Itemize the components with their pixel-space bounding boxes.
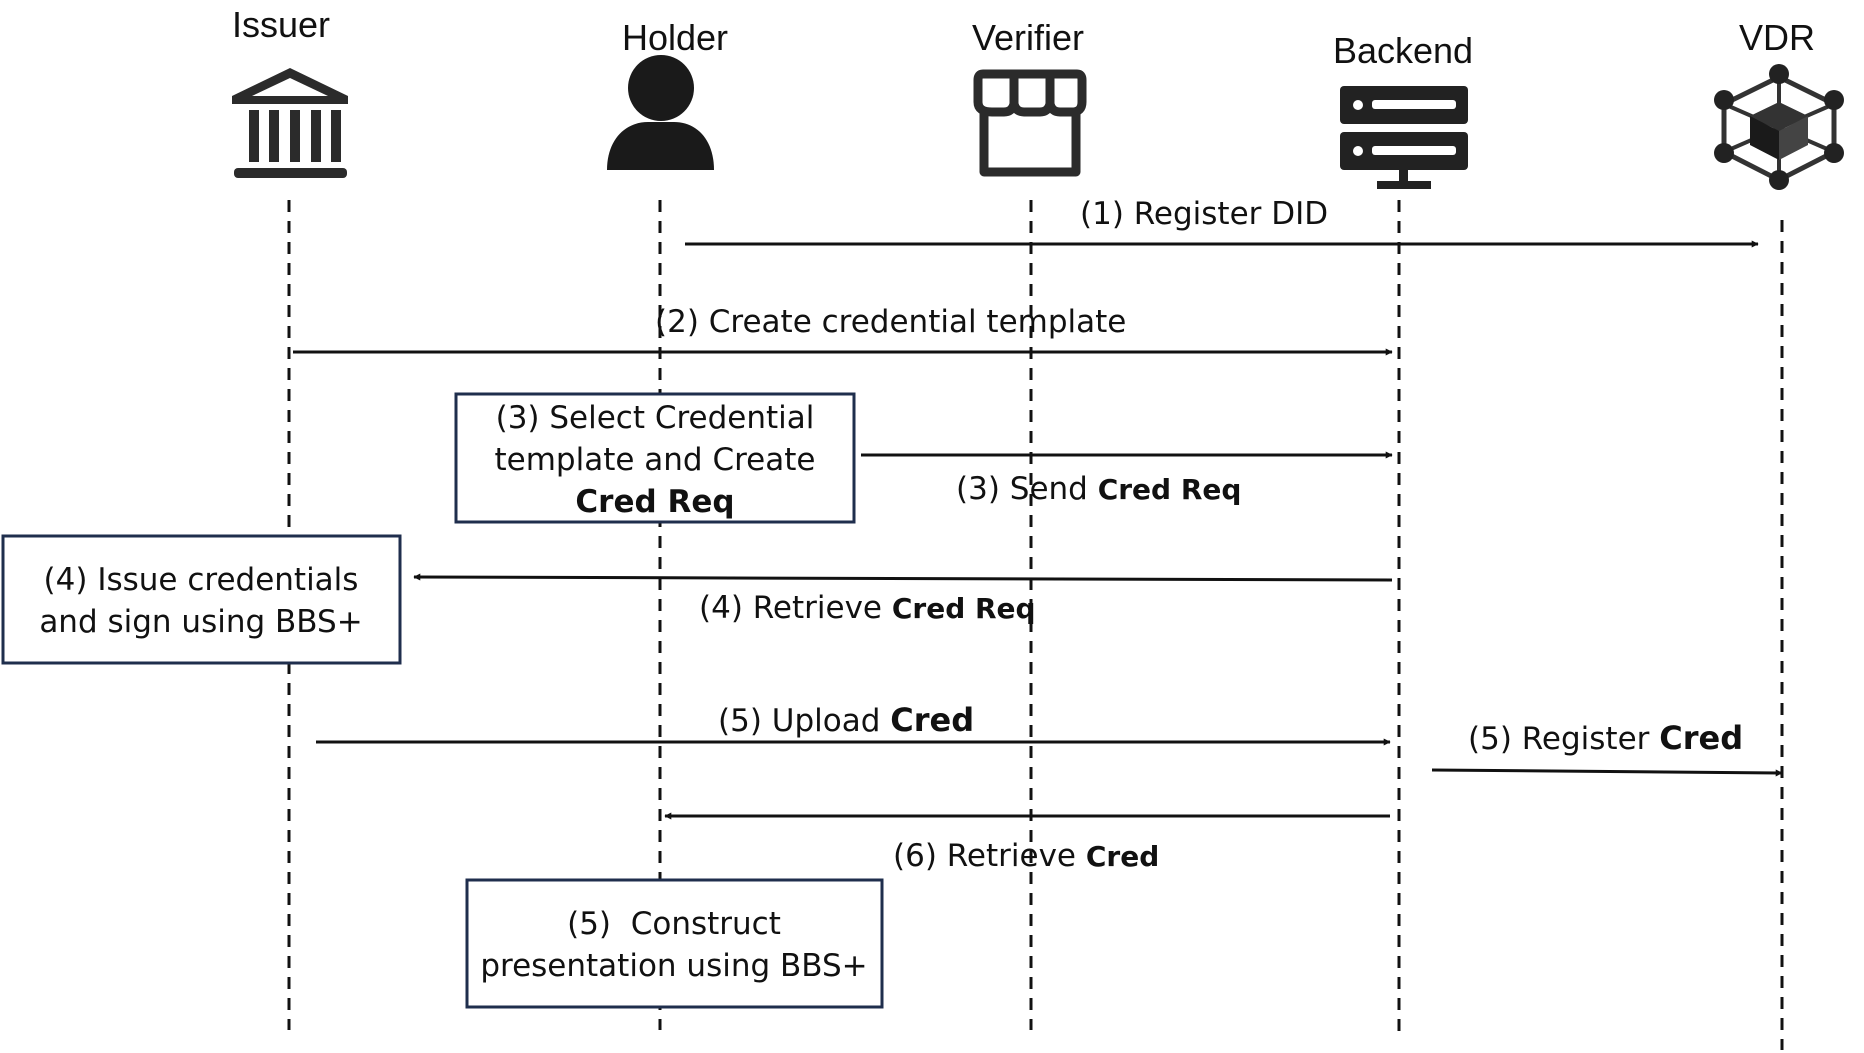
svg-text:Cred Req: Cred Req [575,484,734,520]
network-cube-icon [1714,64,1844,190]
actor-label-holder: Holder [622,17,728,58]
message-create-template: (2) Create credential template [655,304,1126,340]
message-register-did: (1) Register DID [1080,196,1328,232]
message-retrieve-cred: (6) Retrieve Cred [893,838,1159,874]
note-select-template: (3) Select Credential template and Creat… [454,392,856,524]
person-icon [607,55,714,170]
arrow-register-cred [1431,768,1783,777]
actor-label-vdr: VDR [1739,17,1815,58]
note-construct-presentation: (5) Construct presentation using BBS+ [465,878,884,1009]
svg-text:template and Create: template and Create [495,442,816,478]
svg-text:(4) Issue credentials: (4) Issue credentials [44,562,359,598]
message-register-cred: (5) Register Cred [1468,719,1743,757]
svg-text:and sign using BBS+: and sign using BBS+ [39,604,362,640]
message-upload-cred: (5) Upload Cred [718,701,974,739]
note-issue-credentials: (4) Issue credentials and sign using BBS… [1,534,402,665]
actor-label-verifier: Verifier [972,17,1084,58]
actor-label-issuer: Issuer [232,4,330,45]
svg-text:(5) Construct: (5) Construct [567,906,781,942]
svg-text:(3) Select Credential: (3) Select Credential [496,400,815,436]
message-retrieve-cred-req: (4) Retrieve Cred Req [699,590,1036,626]
actor-label-backend: Backend [1333,30,1473,71]
message-send-cred-req: (3) Send Cred Req [956,471,1241,507]
arrow-retrieve-cred-req [413,573,1393,582]
svg-text:presentation using BBS+: presentation using BBS+ [480,948,867,984]
storefront-icon [973,69,1087,177]
server-icon [1340,86,1468,189]
bank-icon [232,68,348,178]
